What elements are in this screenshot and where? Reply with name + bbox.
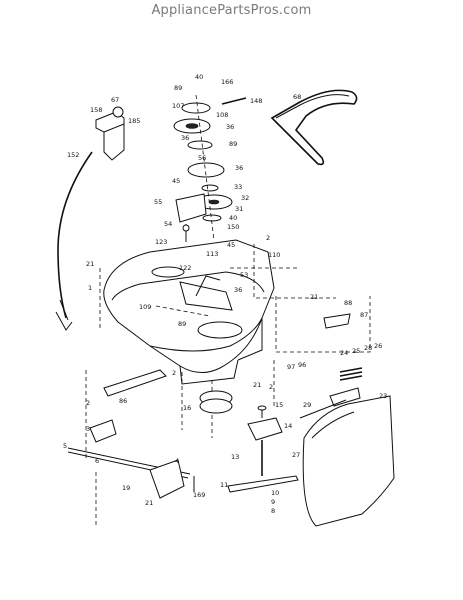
callout-21: 21 <box>253 381 261 389</box>
callout-29: 29 <box>303 401 311 409</box>
callout-36: 36 <box>235 164 243 172</box>
callout-40: 40 <box>229 214 237 222</box>
callout-2: 2 <box>266 234 270 242</box>
callout-6: 6 <box>95 457 99 465</box>
callout-86: 86 <box>119 397 127 405</box>
callout-33: 33 <box>234 183 242 191</box>
callout-9: 9 <box>271 498 275 506</box>
callout-21: 21 <box>86 260 94 268</box>
callout-113: 113 <box>206 250 218 258</box>
callout-55: 55 <box>154 198 162 206</box>
callout-3: 3 <box>86 425 90 433</box>
lift-arm-assembly[interactable] <box>67 419 191 499</box>
callout-4: 4 <box>175 457 179 465</box>
callout-88: 88 <box>344 299 352 307</box>
callout-123: 123 <box>155 238 167 246</box>
callout-26: 26 <box>374 342 382 350</box>
blade-11[interactable] <box>227 475 299 493</box>
callout-185: 185 <box>128 117 140 125</box>
callout-1: 1 <box>88 284 92 292</box>
callout-32: 32 <box>241 194 249 202</box>
callout-89: 89 <box>178 320 186 328</box>
callout-110: 110 <box>268 251 280 259</box>
callout-96: 96 <box>298 361 306 369</box>
callout-152: 152 <box>67 151 79 159</box>
callout-68: 68 <box>293 93 301 101</box>
callout-8: 8 <box>271 507 275 515</box>
callout-14: 14 <box>284 422 292 430</box>
pulley-16[interactable] <box>199 390 233 414</box>
callout-2: 2 <box>269 383 273 391</box>
callout-89: 89 <box>229 140 237 148</box>
callout-108: 108 <box>216 111 228 119</box>
callout-54: 54 <box>164 220 172 228</box>
callout-45: 45 <box>227 241 235 249</box>
callout-31: 31 <box>235 205 243 213</box>
callout-5: 5 <box>63 442 67 450</box>
callout-36: 36 <box>226 123 234 131</box>
callout-89: 89 <box>174 84 182 92</box>
callout-11: 11 <box>220 481 228 489</box>
spring-bracket-24[interactable] <box>329 367 363 407</box>
callout-150: 150 <box>227 223 239 231</box>
callout-19: 19 <box>122 484 130 492</box>
callout-13: 13 <box>231 453 239 461</box>
callout-97: 97 <box>287 363 295 371</box>
callout-109: 109 <box>139 303 151 311</box>
v-belt-68[interactable] <box>270 89 358 166</box>
callout-56: 56 <box>198 154 206 162</box>
callout-2: 2 <box>86 399 90 407</box>
callout-27: 27 <box>292 451 300 459</box>
lift-link-86[interactable] <box>103 369 167 397</box>
bracket-87[interactable] <box>323 313 351 329</box>
callout-21: 21 <box>310 293 318 301</box>
callout-53: 53 <box>240 271 248 279</box>
callout-16: 16 <box>183 404 191 412</box>
callout-166: 166 <box>221 78 233 86</box>
callout-107: 107 <box>172 102 184 110</box>
callout-28: 28 <box>364 344 372 352</box>
callout-21: 21 <box>145 499 153 507</box>
callout-36: 36 <box>181 134 189 142</box>
knob-67[interactable] <box>112 106 124 118</box>
callout-148: 148 <box>250 97 262 105</box>
callout-87: 87 <box>360 311 368 319</box>
callout-36: 36 <box>234 286 242 294</box>
watermark: AppliancePartsPros.com <box>151 3 312 18</box>
callout-15: 15 <box>275 401 283 409</box>
callout-2: 2 <box>172 369 176 377</box>
rod-29[interactable] <box>299 399 347 419</box>
spindle-14[interactable] <box>247 405 283 441</box>
pulley-stack[interactable] <box>173 94 233 241</box>
callout-10: 10 <box>271 489 279 497</box>
callout-23: 23 <box>379 392 387 400</box>
dashed-guides <box>85 244 371 528</box>
callout-158: 158 <box>90 106 102 114</box>
callout-67: 67 <box>111 96 119 104</box>
discharge-chute-27[interactable] <box>302 395 395 527</box>
control-cable-152[interactable] <box>55 151 93 331</box>
mower-deck-1[interactable] <box>103 239 275 385</box>
callout-122: 122 <box>179 264 191 272</box>
spring-148[interactable] <box>221 97 247 105</box>
callout-24: 24 <box>340 349 348 357</box>
callout-169: 169 <box>193 491 205 499</box>
idler-bracket-55[interactable] <box>175 193 207 242</box>
callout-25: 25 <box>352 347 360 355</box>
callout-45: 45 <box>172 177 180 185</box>
callout-40: 40 <box>195 73 203 81</box>
